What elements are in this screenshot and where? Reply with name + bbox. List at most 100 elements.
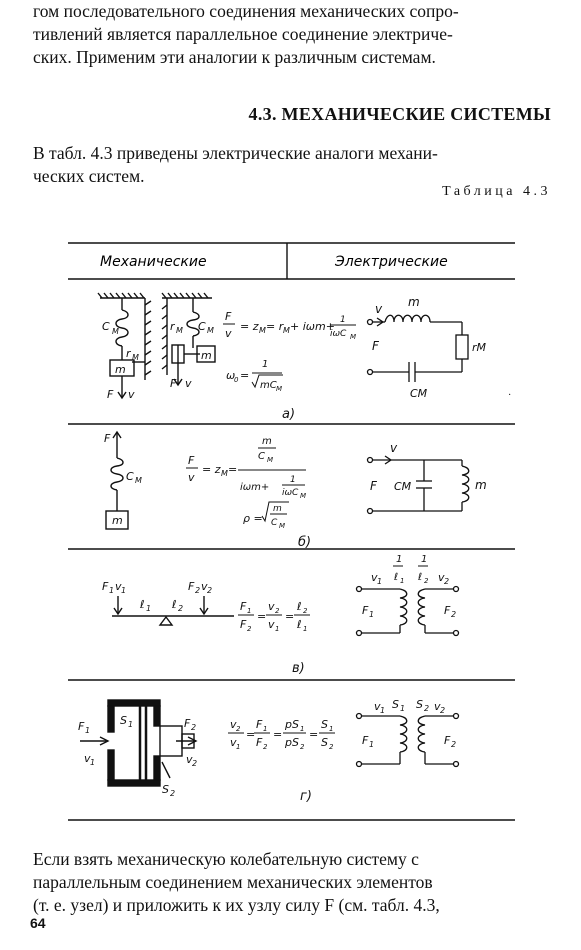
svg-text:=: = (273, 728, 282, 741)
svg-text:S: S (321, 736, 328, 749)
row-a-elec-v: v (375, 302, 383, 316)
row-a-vel-left: v (128, 388, 135, 401)
row-a-cm-right: C (198, 320, 206, 333)
intro-paragraph: гом последовательного соединения механич… (33, 0, 551, 69)
row-d-elec-transformer (355, 712, 460, 768)
row-d-f2: F (184, 717, 191, 730)
row-a-elec-m: m (408, 295, 420, 309)
svg-text:C: C (271, 518, 278, 528)
svg-text:1: 1 (128, 720, 133, 729)
row-c-elec-F1: F (362, 604, 369, 617)
row-d-s2: S (162, 783, 169, 796)
svg-text:1: 1 (236, 743, 240, 751)
svg-text:2: 2 (424, 577, 429, 585)
svg-text:2: 2 (195, 586, 200, 595)
svg-text:1: 1 (146, 604, 151, 613)
row-d-elec-s1: S (392, 698, 399, 711)
svg-text:1: 1 (262, 359, 268, 370)
svg-text:1: 1 (303, 625, 307, 633)
row-a-dot: · (508, 390, 511, 401)
svg-text:2: 2 (451, 610, 456, 619)
svg-text:M: M (259, 326, 266, 335)
row-b-elec-v: v (390, 441, 398, 455)
outro-line-2: параллельным соединением механических эл… (33, 872, 433, 892)
svg-text:2: 2 (303, 607, 308, 615)
row-a-rm-sub: M (132, 353, 139, 362)
svg-text:1: 1 (275, 625, 279, 633)
row-c-elec-v1: v (371, 571, 378, 584)
svg-text:1: 1 (329, 725, 333, 733)
row-b-mass: m (112, 514, 123, 527)
svg-text:ℓ: ℓ (296, 618, 302, 631)
svg-text:v: v (268, 600, 275, 613)
outro-line-3: (т. е. узел) и приложить к их узлу силу … (33, 895, 440, 915)
row-c-elec-v2: v (438, 571, 445, 584)
svg-text:= r: = r (266, 320, 285, 333)
svg-text:1: 1 (85, 726, 90, 735)
row-b-elec-m: m (475, 478, 487, 492)
row-a-label: а) (282, 407, 295, 422)
svg-text:1: 1 (340, 315, 346, 325)
svg-text:F: F (225, 310, 232, 323)
svg-text:2: 2 (207, 586, 212, 595)
svg-text:v: v (225, 327, 232, 340)
svg-text:ℓ: ℓ (394, 572, 398, 583)
row-a-mass-right: m (201, 349, 212, 362)
svg-text:2: 2 (275, 607, 280, 615)
svg-text:2: 2 (191, 723, 196, 732)
svg-text:1: 1 (377, 577, 382, 586)
row-c-label: в) (292, 661, 305, 676)
row-a-cm: C (102, 320, 110, 333)
row-a-mass-left: m (115, 363, 126, 376)
table-caption: Таблица 4.3 (442, 184, 551, 199)
row-a-rm: r (126, 347, 132, 360)
svg-text:1: 1 (263, 725, 267, 733)
row-c-elec-t2: 1 (421, 554, 427, 565)
row-d-mech-diagram (80, 699, 198, 787)
row-b-elec-F: F (370, 479, 378, 493)
svg-text:2: 2 (263, 743, 268, 751)
row-d-elec-v2: v (434, 700, 441, 713)
intro-line-1: гом последовательного соединения механич… (33, 1, 459, 21)
svg-text:2: 2 (424, 704, 429, 713)
svg-text:m: m (273, 504, 282, 514)
svg-text:= z: = z (202, 463, 221, 476)
row-b-mech-diagram (105, 430, 129, 530)
svg-text:2: 2 (178, 604, 183, 613)
row-d-elec-s2: S (416, 698, 423, 711)
svg-text:F: F (256, 718, 263, 731)
svg-text:1: 1 (400, 577, 404, 585)
svg-text:M: M (279, 522, 285, 530)
row-d-elec-F2: F (444, 734, 451, 747)
row-d-elec-v1: v (374, 700, 381, 713)
svg-text:M: M (267, 456, 273, 464)
svg-text:M: M (283, 326, 290, 335)
svg-text:v: v (230, 718, 237, 731)
svg-text:S: S (321, 718, 328, 731)
row-a-cm-sub: M (112, 327, 119, 336)
page-number: 64 (30, 915, 46, 931)
svg-text:1: 1 (90, 758, 95, 767)
intro-line-3: ских. Применим эти аналогии к различным … (33, 47, 436, 67)
svg-text:2: 2 (247, 625, 252, 633)
row-c-elec-F2: F (444, 604, 451, 617)
svg-text:F: F (240, 618, 247, 631)
svg-text:C: C (258, 451, 265, 462)
row-d-elec-F1: F (362, 734, 369, 747)
row-a-equations: F v = z M = r M + iωm+ 1 iωC M 1 ω 0 = m… (223, 310, 356, 422)
svg-text:2: 2 (236, 725, 241, 733)
svg-text:ℓ: ℓ (296, 600, 302, 613)
row-c-f1: F (102, 580, 109, 593)
svg-text:=: = (257, 610, 266, 623)
svg-text:1: 1 (109, 586, 114, 595)
row-d-label: г) (300, 789, 312, 804)
svg-text:M: M (300, 492, 306, 500)
svg-text:2: 2 (440, 706, 445, 715)
svg-text:M: M (207, 326, 214, 335)
svg-text:iωm+: iωm+ (240, 482, 269, 493)
row-b-equations: F v = z M = m C M iωm+ 1 iωC M ρ = m C M… (186, 436, 311, 550)
row-a-elec-cm: CM (410, 387, 428, 400)
svg-text:1: 1 (247, 607, 251, 615)
